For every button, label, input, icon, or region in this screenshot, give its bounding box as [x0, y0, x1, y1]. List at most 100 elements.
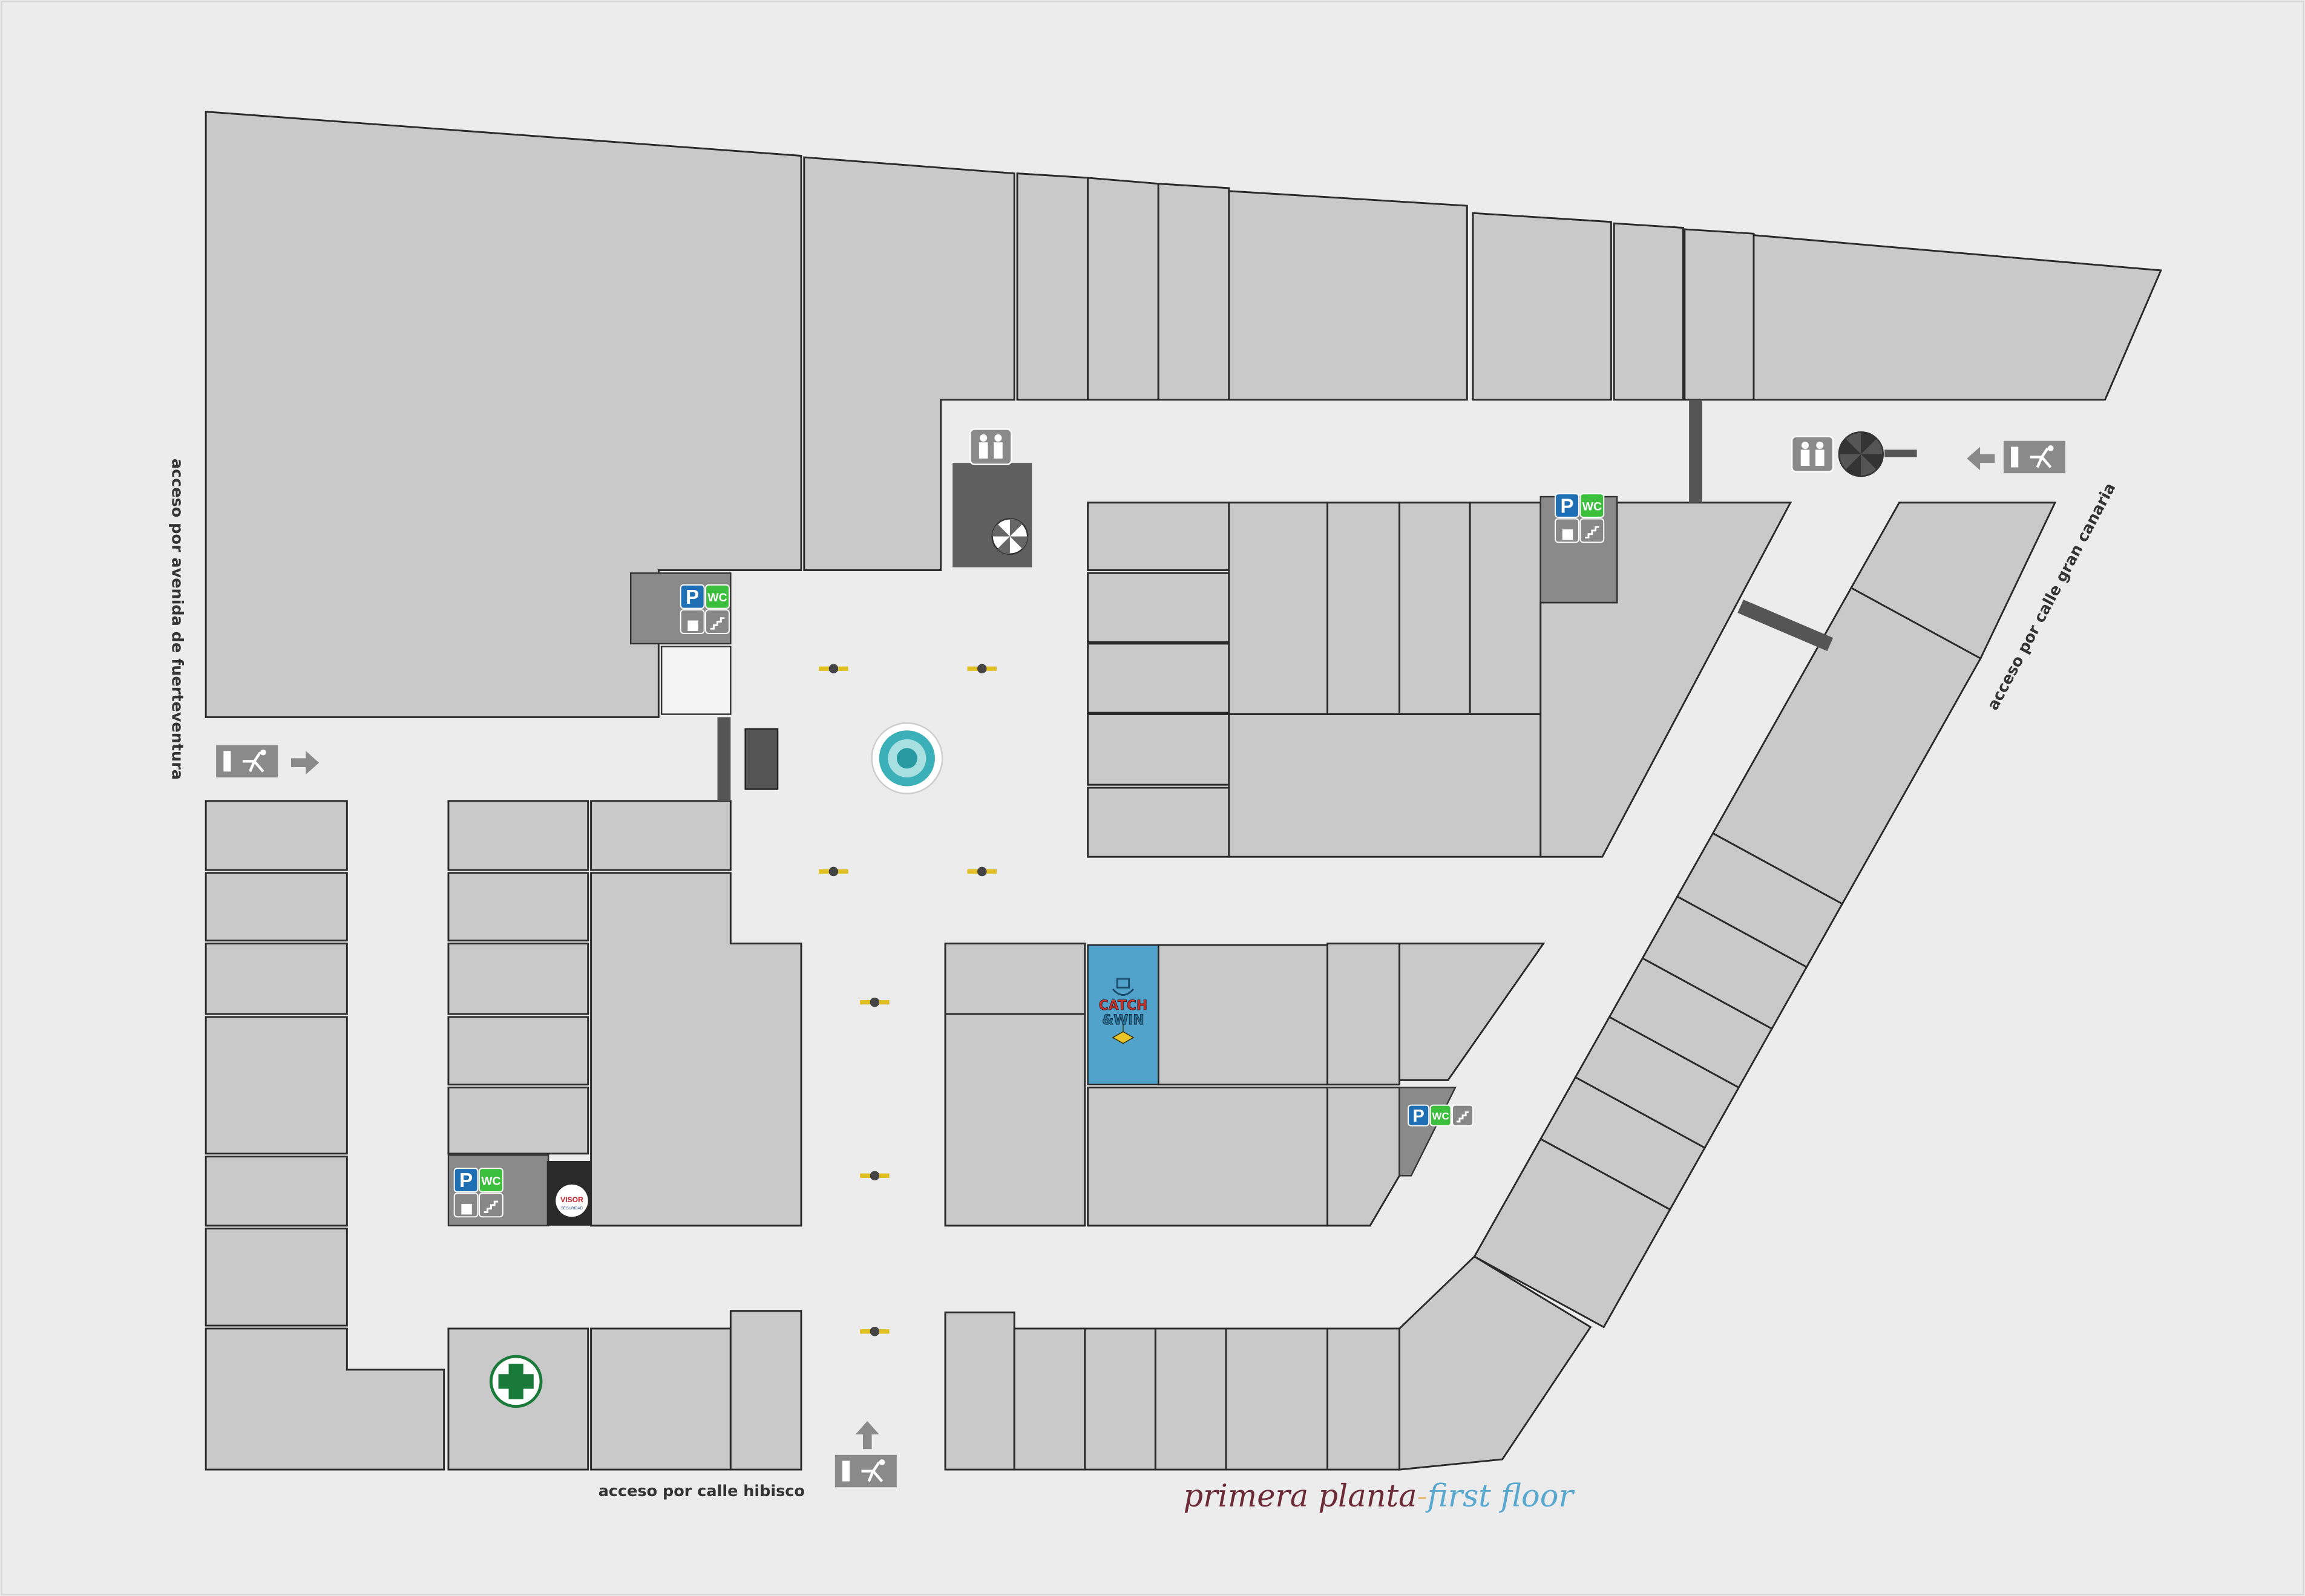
shop-unit[interactable] [1087, 572, 1230, 643]
shop-unit[interactable] [944, 943, 1086, 1015]
shop-unit[interactable] [590, 1327, 732, 1471]
shop-unit[interactable] [1398, 502, 1471, 715]
shop-unit[interactable] [205, 800, 348, 871]
wc-label: WC [1582, 500, 1602, 513]
shop-unit[interactable] [205, 1016, 348, 1155]
shop-unit[interactable] [1013, 1327, 1086, 1471]
joystick-icon [1112, 1024, 1135, 1044]
pharmacy-cross-icon [489, 1355, 543, 1408]
elevator-icon [680, 609, 705, 634]
wc-icon: WC [705, 584, 730, 609]
floor-title-separator: - [1417, 1479, 1428, 1514]
shop-unit[interactable] [205, 111, 802, 718]
shop-unit[interactable] [1157, 944, 1329, 1086]
fountain-icon [871, 722, 943, 794]
arrow-icon [855, 1421, 879, 1450]
shop-unit[interactable] [1684, 228, 1755, 401]
shop-unit[interactable] [447, 872, 589, 942]
bench-icon [860, 1326, 890, 1336]
kids-area-icon [969, 428, 1012, 465]
catch-and-win-tenant[interactable]: CATCH &WIN [1087, 944, 1159, 1085]
shop-unit[interactable] [1228, 713, 1542, 858]
elevator-icon [453, 1192, 479, 1218]
shop-unit[interactable] [1850, 502, 2057, 660]
visor-logo-subtext: SEGURIDAD [561, 1207, 583, 1211]
stairs-icon [705, 609, 730, 634]
shop-unit[interactable] [447, 800, 589, 871]
shop-unit[interactable] [1398, 1255, 1592, 1471]
shop-unit[interactable] [1472, 212, 1612, 401]
shop-unit[interactable] [205, 943, 348, 1015]
icons-layer [216, 428, 2065, 1488]
shop-unit[interactable] [1469, 502, 1542, 715]
shop-unit[interactable] [1326, 1087, 1401, 1227]
arrow-icon [1967, 446, 1995, 471]
shop-unit[interactable] [1326, 1327, 1401, 1471]
shop-unit[interactable] [205, 1156, 348, 1227]
bench-icon [967, 866, 997, 877]
shop-unit[interactable] [1087, 643, 1230, 714]
shop-unit[interactable] [1228, 190, 1468, 401]
elevator-icon [1555, 518, 1579, 543]
wc-icon: WC [1429, 1104, 1452, 1127]
visor-logo-text: VISOR [560, 1195, 583, 1204]
shop-unit[interactable] [1087, 713, 1230, 786]
services-group[interactable]: P WC [1555, 493, 1605, 543]
benches-layer [819, 664, 997, 1336]
shop-unit[interactable] [205, 1327, 445, 1471]
shop-unit[interactable] [447, 943, 589, 1015]
shop-unit[interactable] [1326, 943, 1401, 1086]
entrance-label-west: acceso por avenida de fuerteventura [168, 459, 186, 780]
visor-seguridad-tenant[interactable]: VISOR SEGURIDAD [546, 1160, 591, 1226]
corridor-bridge [1737, 600, 1834, 652]
shop-unit[interactable] [205, 872, 348, 942]
shop-unit[interactable] [1154, 1327, 1227, 1471]
shop-unit[interactable] [447, 1087, 589, 1155]
shop-unit[interactable] [1326, 502, 1401, 715]
floor-title: primera planta-first floor [1184, 1479, 1575, 1514]
parking-label: P [1560, 494, 1573, 517]
umbrella-icon [991, 518, 1029, 555]
shop-unit[interactable] [1087, 502, 1230, 571]
bench-icon [967, 664, 997, 674]
shop-unit[interactable] [944, 1311, 1015, 1471]
catch-win-text-1: CATCH [1099, 998, 1148, 1013]
exit-sign-icon [216, 745, 278, 777]
dark-kiosk [744, 728, 779, 790]
shop-unit[interactable] [1016, 172, 1089, 401]
exit-sign-icon [2003, 440, 2065, 474]
shop-unit[interactable] [1228, 502, 1329, 715]
shop-unit[interactable] [729, 1310, 802, 1471]
floor-title-en: first floor [1425, 1479, 1575, 1514]
wc-label: WC [1432, 1110, 1449, 1122]
bench-icon [860, 1171, 890, 1181]
shop-unit[interactable] [1398, 943, 1546, 1081]
umbrella-pole [1884, 450, 1917, 457]
shop-unit[interactable] [1084, 1327, 1156, 1471]
shop-unit[interactable] [1087, 177, 1159, 401]
corridor-bridge [1689, 399, 1702, 503]
shop-unit[interactable] [944, 1013, 1086, 1227]
floor-title-es: primera planta [1184, 1479, 1417, 1514]
shop-unit[interactable] [447, 1016, 589, 1086]
bench-icon [819, 664, 848, 674]
shop-unit[interactable] [205, 1228, 348, 1327]
shop-unit[interactable] [1157, 183, 1230, 401]
shop-unit[interactable] [1087, 787, 1230, 858]
shop-unit[interactable] [1613, 222, 1684, 401]
stairs-icon [1452, 1104, 1474, 1127]
parking-icon: P [453, 1168, 479, 1192]
bench-icon [819, 866, 848, 877]
shop-unit[interactable] [590, 800, 732, 871]
parking-label: P [1413, 1107, 1425, 1126]
shop-unit[interactable] [803, 156, 1015, 571]
shop-unit[interactable] [1225, 1327, 1329, 1471]
parking-icon: P [1408, 1104, 1430, 1127]
services-group[interactable]: P WC [1408, 1104, 1474, 1127]
shop-unit[interactable] [1087, 1087, 1329, 1227]
shop-unit[interactable] [1753, 234, 2163, 401]
